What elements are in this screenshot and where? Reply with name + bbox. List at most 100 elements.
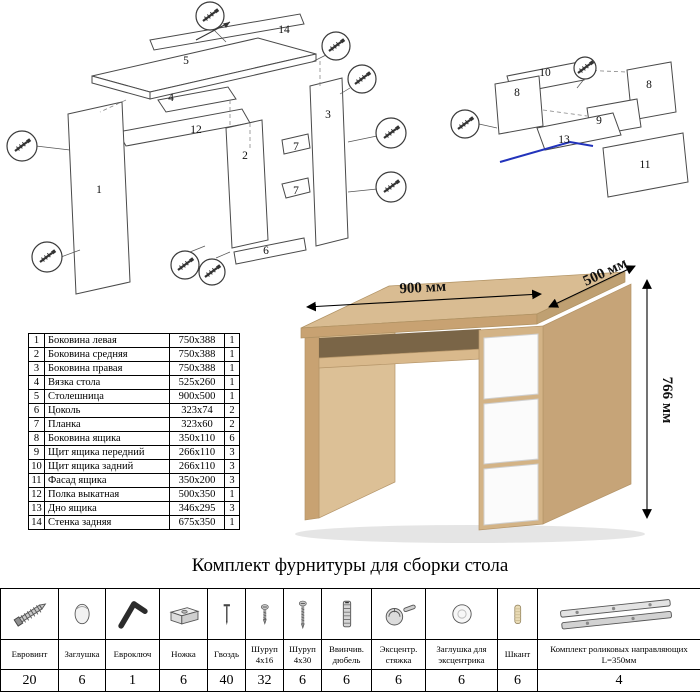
part-name: Вязка стола bbox=[44, 375, 170, 390]
part-name: Боковина ящика bbox=[44, 431, 170, 446]
part-size: 346x295 bbox=[169, 501, 225, 516]
desk-render: 900 мм 500 мм 766 мм bbox=[295, 255, 675, 543]
part-number-label: 12 bbox=[190, 124, 202, 136]
assembly-diagram-main: 14 5 4 12 2 1 3 7 7 6 bbox=[6, 1, 407, 295]
part-number-label: 5 bbox=[183, 55, 189, 67]
part-size: 525x260 bbox=[169, 375, 225, 390]
hardware-name: Шкант bbox=[497, 639, 538, 670]
hardware-name: Шуруп 4x16 bbox=[245, 639, 284, 670]
part-name: Щит ящика передний bbox=[44, 445, 170, 460]
part-qty: 1 bbox=[224, 347, 240, 362]
hardware-qty: 6 bbox=[371, 669, 426, 692]
roller-guide-highlight bbox=[499, 140, 594, 163]
cam-cover-icon bbox=[451, 604, 472, 624]
part-name: Боковина средняя bbox=[44, 347, 170, 362]
part-size: 350x110 bbox=[169, 431, 225, 446]
hardware-name: Шуруп 4x30 bbox=[283, 639, 322, 670]
part-qty: 2 bbox=[224, 403, 240, 418]
part-name: Боковина правая bbox=[44, 361, 170, 376]
floor-shadow bbox=[295, 525, 645, 543]
hardware-qty-row: 20 6 1 6 40 32 6 6 6 6 6 4 bbox=[0, 669, 700, 692]
part-number-label: 10 bbox=[539, 67, 551, 79]
part-number-label: 2 bbox=[242, 150, 248, 162]
hardware-name: Ввинчив. дюбель bbox=[321, 639, 372, 670]
part-number-label: 4 bbox=[168, 92, 174, 104]
hardware-qty: 6 bbox=[321, 669, 372, 692]
screw-4x30-icon bbox=[298, 600, 307, 630]
screw-in-dowel-icon bbox=[342, 600, 351, 628]
hardware-qty: 40 bbox=[207, 669, 246, 692]
part-number: 6 bbox=[28, 403, 45, 418]
part-size: 323x60 bbox=[169, 417, 225, 432]
furniture-leg-icon bbox=[169, 607, 200, 625]
part-qty: 1 bbox=[224, 333, 240, 348]
hardware-qty: 32 bbox=[245, 669, 284, 692]
part-name: Стенка задняя bbox=[44, 515, 170, 530]
part-name: Цоколь bbox=[44, 403, 170, 418]
part-qty: 1 bbox=[224, 389, 240, 404]
part-number: 1 bbox=[28, 333, 45, 348]
hardware-name: Заглушка bbox=[58, 639, 106, 670]
screw-4x16-icon bbox=[260, 604, 269, 625]
part-size: 750x388 bbox=[169, 347, 225, 362]
part-number: 14 bbox=[28, 515, 45, 530]
part-qty: 3 bbox=[224, 473, 240, 488]
part-name: Дно ящика bbox=[44, 501, 170, 516]
hardware-qty: 6 bbox=[159, 669, 208, 692]
part-qty: 3 bbox=[224, 459, 240, 474]
part-qty: 1 bbox=[224, 375, 240, 390]
part-qty: 3 bbox=[224, 501, 240, 516]
part-number-label: 13 bbox=[558, 134, 570, 146]
confirmat-screw-icon bbox=[13, 603, 46, 627]
hardware-name: Ножка bbox=[159, 639, 208, 670]
part-number-label: 9 bbox=[596, 115, 602, 127]
part-size: 323x74 bbox=[169, 403, 225, 418]
hardware-qty: 6 bbox=[425, 669, 498, 692]
part-name: Столешница bbox=[44, 389, 170, 404]
hardware-qty: 6 bbox=[497, 669, 538, 692]
drawer-front bbox=[483, 463, 539, 526]
part-qty: 6 bbox=[224, 431, 240, 446]
part-number-label: 8 bbox=[646, 79, 652, 91]
part-number-label: 6 bbox=[263, 245, 269, 257]
hardware-qty: 1 bbox=[105, 669, 160, 692]
part-number-label: 3 bbox=[325, 109, 331, 121]
part-size: 900x500 bbox=[169, 389, 225, 404]
part-number: 9 bbox=[28, 445, 45, 460]
cam-lock-icon bbox=[385, 604, 416, 626]
part-number-label: 11 bbox=[639, 159, 650, 171]
hardware-icons-row bbox=[0, 588, 700, 640]
wood-dowel-icon bbox=[514, 604, 521, 624]
part-number: 7 bbox=[28, 417, 45, 432]
hardware-kit-title: Комплект фурнитуры для сборки стола bbox=[191, 555, 509, 576]
part-number: 4 bbox=[28, 375, 45, 390]
assembly-diagram-drawer: 10 8 8 9 13 11 bbox=[450, 56, 689, 198]
part-number-label: 1 bbox=[96, 184, 102, 196]
part-size: 750x388 bbox=[169, 361, 225, 376]
part-number-label: 14 bbox=[278, 24, 290, 36]
dimension-label-height: 766 мм bbox=[659, 377, 675, 424]
part-qty: 1 bbox=[224, 487, 240, 502]
part-name: Щит ящика задний bbox=[44, 459, 170, 474]
hardware-qty: 6 bbox=[283, 669, 322, 692]
hardware-names-row: Евровинт Заглушка Евроключ Ножка Гвоздь … bbox=[0, 639, 700, 670]
part-number: 2 bbox=[28, 347, 45, 362]
part-name: Боковина левая bbox=[44, 333, 170, 348]
hardware-name: Комплект роликовых направляющих L=350мм bbox=[537, 639, 700, 670]
hex-key-icon bbox=[117, 601, 148, 629]
part-name: Фасад ящика bbox=[44, 473, 170, 488]
part-size: 266x110 bbox=[169, 445, 225, 460]
